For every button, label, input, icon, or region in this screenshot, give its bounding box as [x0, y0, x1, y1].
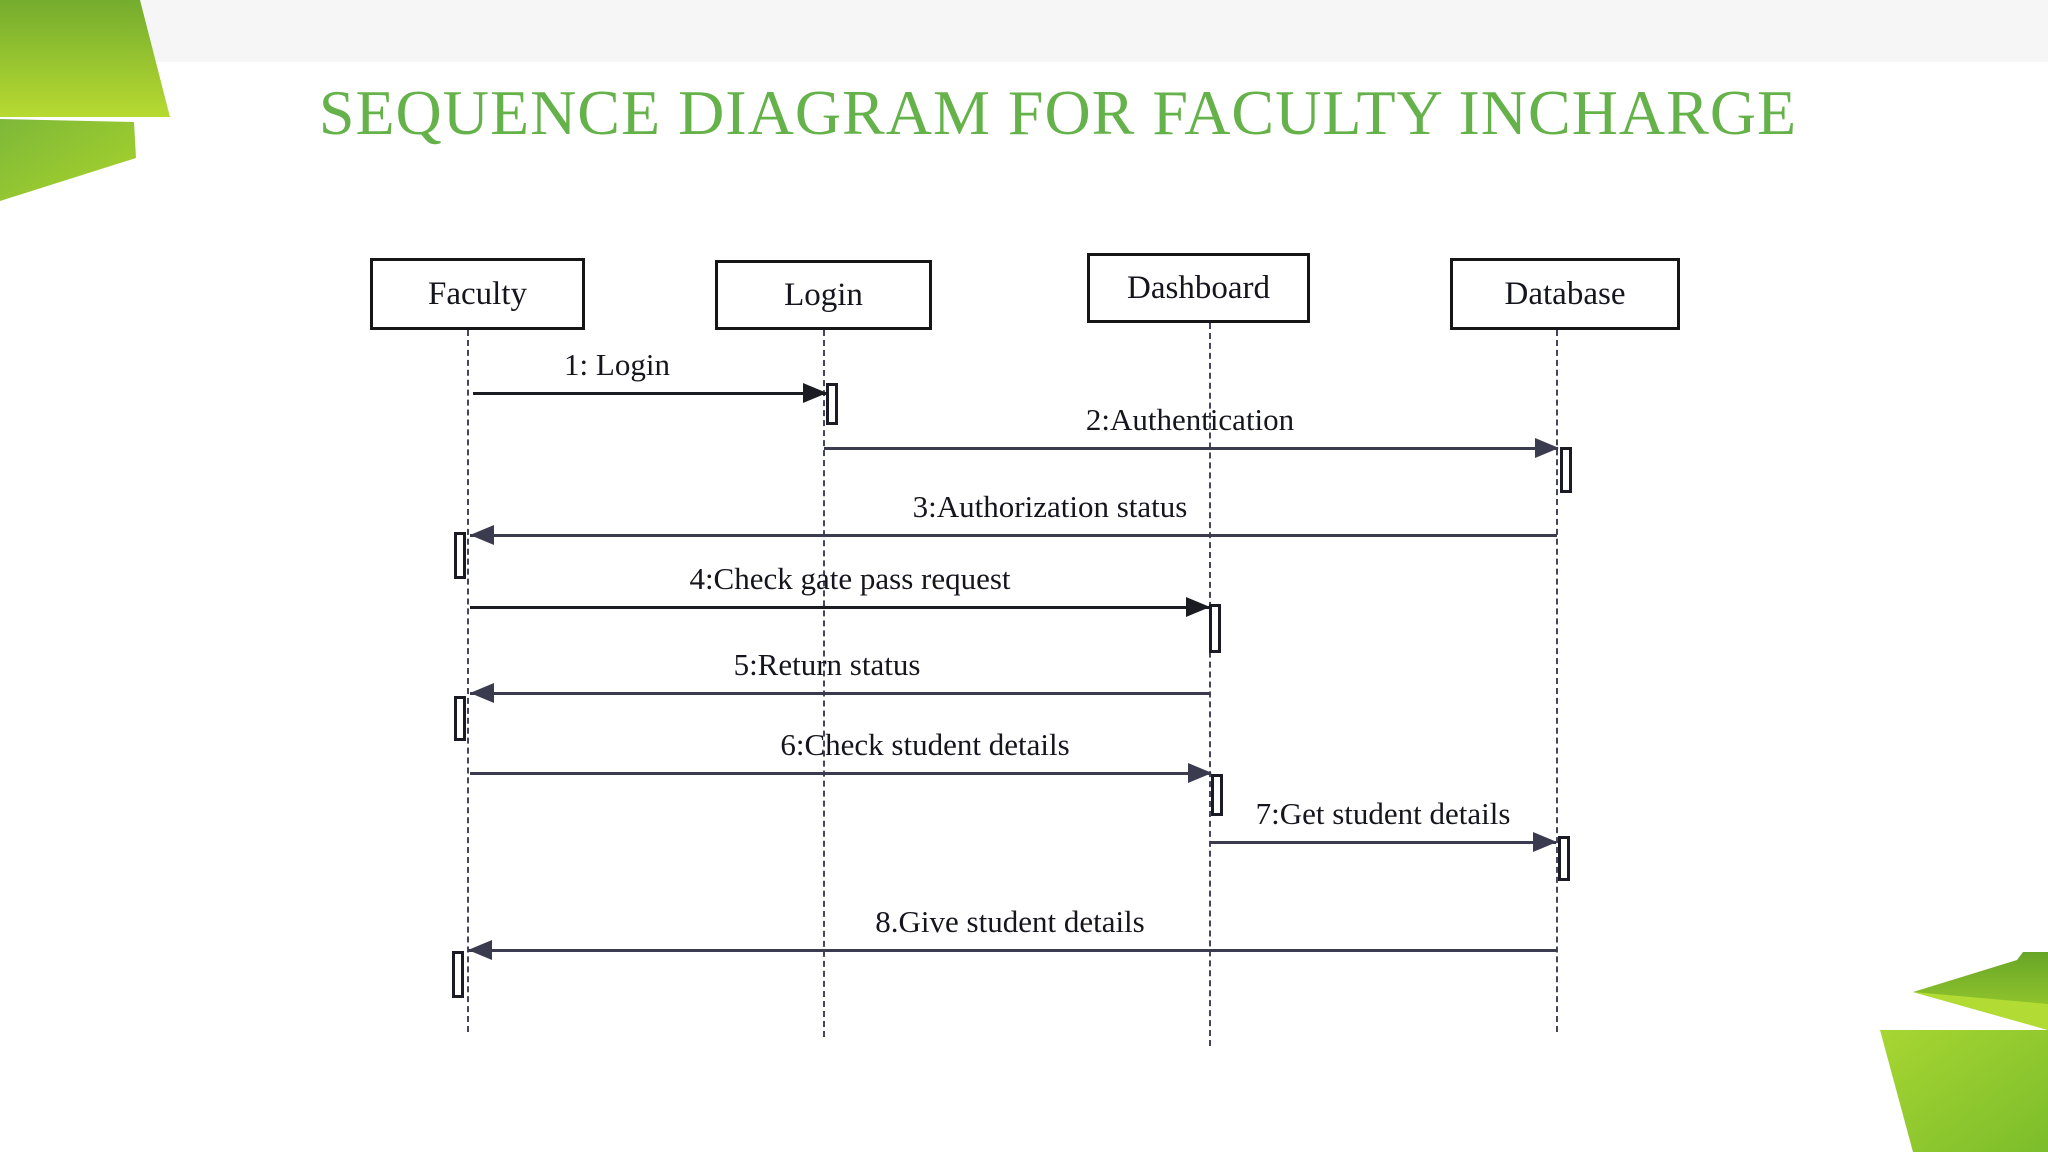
activation-bar-2	[1560, 447, 1572, 493]
green-fold-bottom	[0, 119, 136, 201]
activation-bar-3	[454, 532, 466, 579]
message-label-4: 4:Check gate pass request	[689, 561, 1011, 596]
activation-bar-1	[826, 383, 838, 425]
green-fold-top	[0, 0, 170, 117]
message-label-7: 7:Get student details	[1255, 796, 1511, 831]
lifeline-dashboard	[1209, 323, 1211, 1046]
message-arrowhead-2	[1535, 438, 1559, 458]
message-line-4	[470, 606, 1209, 609]
message-arrowhead-3	[470, 525, 494, 545]
activation-bar-7	[1558, 836, 1570, 881]
message-label-5: 5:Return status	[733, 647, 921, 682]
message-label-2: 2:Authentication	[1085, 402, 1295, 437]
actor-box-database: Database	[1450, 258, 1680, 330]
top-band	[0, 0, 2048, 62]
message-arrowhead-6	[1188, 763, 1212, 783]
message-arrowhead-1	[803, 383, 827, 403]
top-left-decoration	[0, 0, 170, 201]
message-arrowhead-8	[468, 940, 492, 960]
green-fold-wedge	[1913, 992, 2048, 1030]
message-label-3: 3:Authorization status	[912, 489, 1188, 524]
message-line-1	[473, 392, 826, 395]
message-arrowhead-5	[470, 683, 494, 703]
lifeline-faculty	[467, 330, 469, 1032]
activation-bar-4	[1209, 604, 1221, 653]
message-line-5	[470, 692, 1210, 695]
activation-bar-8	[452, 951, 464, 998]
message-line-6	[470, 772, 1211, 775]
message-line-3	[470, 534, 1557, 537]
activation-bar-6	[1211, 774, 1223, 816]
page-title: SEQUENCE DIAGRAM FOR FACULTY INCHARGE	[318, 77, 1798, 148]
message-line-7	[1210, 841, 1556, 844]
message-label-6: 6:Check student details	[780, 727, 1070, 762]
message-label-8: 8.Give student details	[875, 904, 1145, 939]
bottom-right-decoration	[1880, 952, 2048, 1152]
actor-box-login: Login	[715, 260, 932, 330]
message-label-1: 1: Login	[564, 347, 670, 382]
activation-bar-5	[454, 696, 466, 741]
actor-box-faculty: Faculty	[370, 258, 585, 330]
lifeline-login	[823, 330, 825, 1037]
message-arrowhead-7	[1533, 832, 1557, 852]
lifeline-database	[1556, 330, 1558, 1032]
actor-box-dashboard: Dashboard	[1087, 253, 1310, 323]
green-fold-lower	[1880, 1030, 2048, 1152]
message-arrowhead-4	[1186, 597, 1210, 617]
message-line-8	[468, 949, 1557, 952]
message-line-2	[824, 447, 1558, 450]
